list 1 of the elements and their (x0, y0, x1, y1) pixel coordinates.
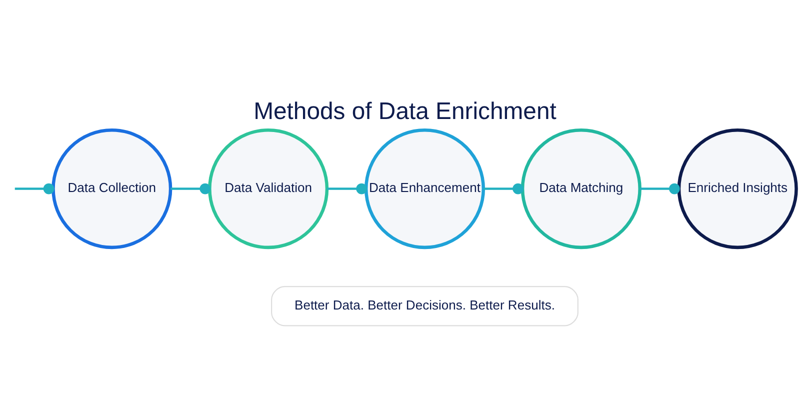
diagram-title: Methods of Data Enrichment (254, 97, 556, 124)
